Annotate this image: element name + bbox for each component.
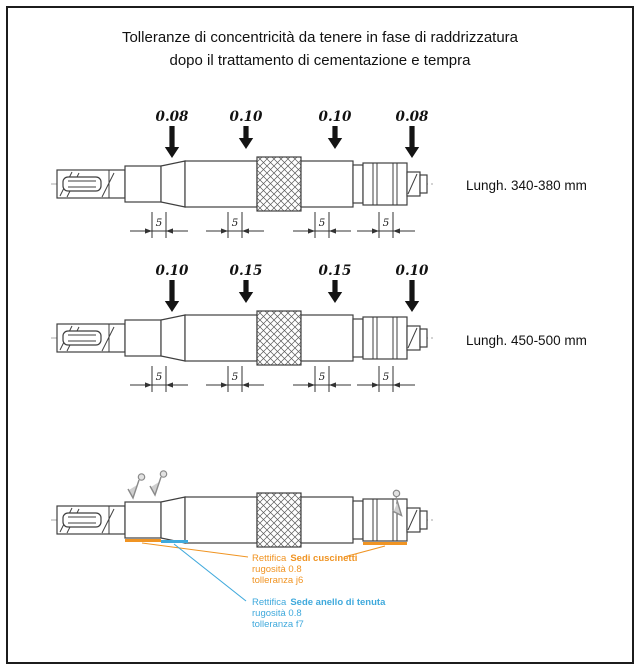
diagram-shaft-340-380: 0.08 0.10 0.10 0.08 5 5 5 5 (50, 109, 434, 239)
dimension-label: 5 (232, 217, 239, 229)
tolerance-arrow-icon (238, 126, 254, 149)
seal-leader-line (173, 543, 247, 602)
seal-seat-marker (161, 540, 188, 543)
tolerance-value: 0.10 (156, 263, 189, 279)
dimension-label: 5 (319, 217, 326, 229)
tolerance-arrow-icon (404, 126, 420, 158)
bearing-note-prefix: Rettifica (252, 553, 287, 564)
shaft-drawing (50, 310, 434, 366)
title-line-2: dopo il trattamento di cementazione e te… (169, 51, 471, 69)
tolerance-value: 0.15 (230, 263, 263, 279)
tolerance-value: 0.15 (319, 263, 352, 279)
tolerance-value: 0.10 (319, 109, 352, 125)
tolerance-arrow-icon (164, 280, 180, 312)
bearing-leader-line-right (343, 545, 386, 558)
tolerance-arrow-icon (404, 280, 420, 312)
tolerance-value: 0.10 (230, 109, 263, 125)
page-title: Tolleranze di concentricità da tenere in… (0, 27, 640, 72)
shaft-drawing (50, 156, 434, 212)
dimension-label: 5 (383, 217, 390, 229)
seal-note-roughness: rugosità 0.8 (252, 608, 302, 619)
bearing-leader-line-left (141, 542, 249, 558)
seal-note-prefix: Rettifica (252, 597, 287, 608)
tolerance-arrow-icon (327, 280, 343, 303)
tolerance-arrow-icon (164, 126, 180, 158)
tolerance-arrow-icon (327, 126, 343, 149)
tolerance-value: 0.08 (156, 109, 189, 125)
surface-roughness-icon (149, 470, 168, 496)
tolerance-value: 0.08 (396, 109, 429, 125)
dimension-label: 5 (383, 371, 390, 383)
dimension-label: 5 (232, 371, 239, 383)
length-label-1: Lungh. 340-380 mm (466, 178, 587, 193)
bearing-seat-marker-right (363, 542, 407, 545)
bearing-note-bold: Sedi cuscinetti (290, 553, 357, 564)
page-border (6, 6, 634, 664)
seal-note-tolerance: tolleranza f7 (252, 619, 304, 630)
bearing-seat-marker-left (125, 539, 161, 542)
dimension-label: 5 (319, 371, 326, 383)
surface-roughness-icon (127, 473, 146, 499)
shaft-drawing (50, 492, 434, 548)
tolerance-value: 0.10 (396, 263, 429, 279)
tolerance-arrow-icon (238, 280, 254, 303)
dimension-label: 5 (156, 371, 163, 383)
bearing-note-tolerance: tolleranza j6 (252, 575, 303, 586)
seal-note-bold: Sede anello di tenuta (290, 597, 386, 608)
dimension-label: 5 (156, 217, 163, 229)
bearing-note-roughness: rugosità 0.8 (252, 564, 302, 575)
length-label-2: Lungh. 450-500 mm (466, 333, 587, 348)
diagram-shaft-450-500: 0.10 0.15 0.15 0.10 5 5 5 5 (50, 263, 434, 393)
title-line-1: Tolleranze di concentricità da tenere in… (121, 29, 519, 46)
